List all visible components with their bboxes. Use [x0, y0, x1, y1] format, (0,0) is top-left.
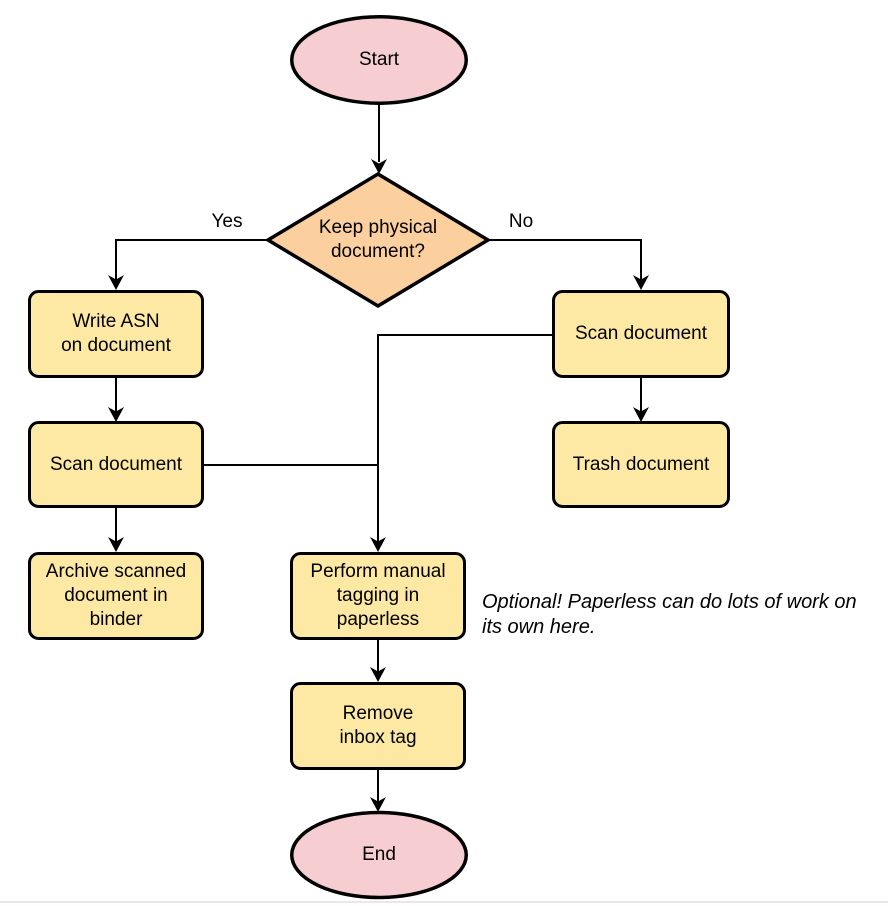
start-terminal-shape: [290, 15, 468, 105]
perform-tagging-label: Perform manual tagging in paperless: [310, 561, 446, 630]
edge-line: [488, 239, 642, 284]
edge-remove-to-end: [370, 770, 386, 812]
edge-decision-no: [488, 239, 649, 290]
remove-inbox-label: Remove inbox tag: [339, 703, 417, 748]
archive-box-shape: [28, 552, 204, 640]
end-terminal-shape: [290, 810, 468, 900]
arrowhead-down-icon: [370, 667, 386, 682]
edge-line: [115, 239, 268, 284]
write-asn-box-shape: [28, 290, 204, 378]
arrowhead-down-icon: [633, 275, 649, 290]
arrowhead-down-icon: [371, 159, 387, 174]
decision-label: Keep physical document?: [318, 217, 438, 262]
perform-tagging-box-shape: [290, 552, 466, 640]
bottom-divider: [0, 901, 888, 903]
trash-label: Trash document: [572, 453, 710, 475]
archive-label: Archive scanned document in binder: [45, 561, 187, 630]
start-label: Start: [358, 49, 400, 70]
edge-scanright-to-tagging: [370, 334, 553, 552]
arrowhead-down-icon: [108, 275, 124, 290]
remove-inbox-box-shape: [290, 682, 466, 770]
write-asn-label: Write ASN on document: [61, 311, 171, 356]
scan-left-box-shape: [28, 421, 204, 508]
optional-note: Optional! Paperless can do lots of work …: [482, 591, 857, 638]
edge-tagging-to-remove: [370, 640, 386, 682]
edge-line: [377, 334, 553, 546]
arrowhead-down-icon: [108, 407, 124, 422]
scan-right-label: Scan document: [574, 323, 708, 344]
edge-start-to-decision: [371, 104, 387, 174]
trash-box-shape: [552, 421, 730, 508]
end-label: End: [362, 844, 396, 865]
edge-writeasn-to-scan: [108, 378, 124, 422]
arrowhead-down-icon: [370, 537, 386, 552]
arrowhead-down-icon: [633, 407, 649, 422]
decision-diamond-shape: [264, 171, 492, 309]
edge-decision-yes: [108, 239, 268, 290]
arrowhead-down-icon: [108, 537, 124, 552]
arrowhead-down-icon: [370, 797, 386, 812]
edge-label-no: No: [508, 211, 534, 232]
scan-left-label: Scan document: [49, 453, 183, 475]
edge-scan-to-archive: [108, 508, 124, 552]
edge-label-yes: Yes: [211, 211, 243, 232]
edge-scanright-to-trash: [633, 378, 649, 422]
scan-right-box-shape: [552, 290, 730, 378]
